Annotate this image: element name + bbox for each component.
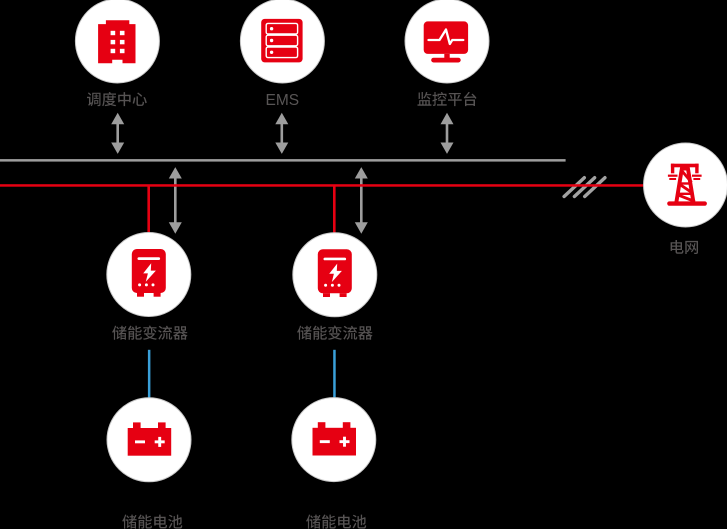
- svg-text:EMS: EMS: [266, 92, 300, 109]
